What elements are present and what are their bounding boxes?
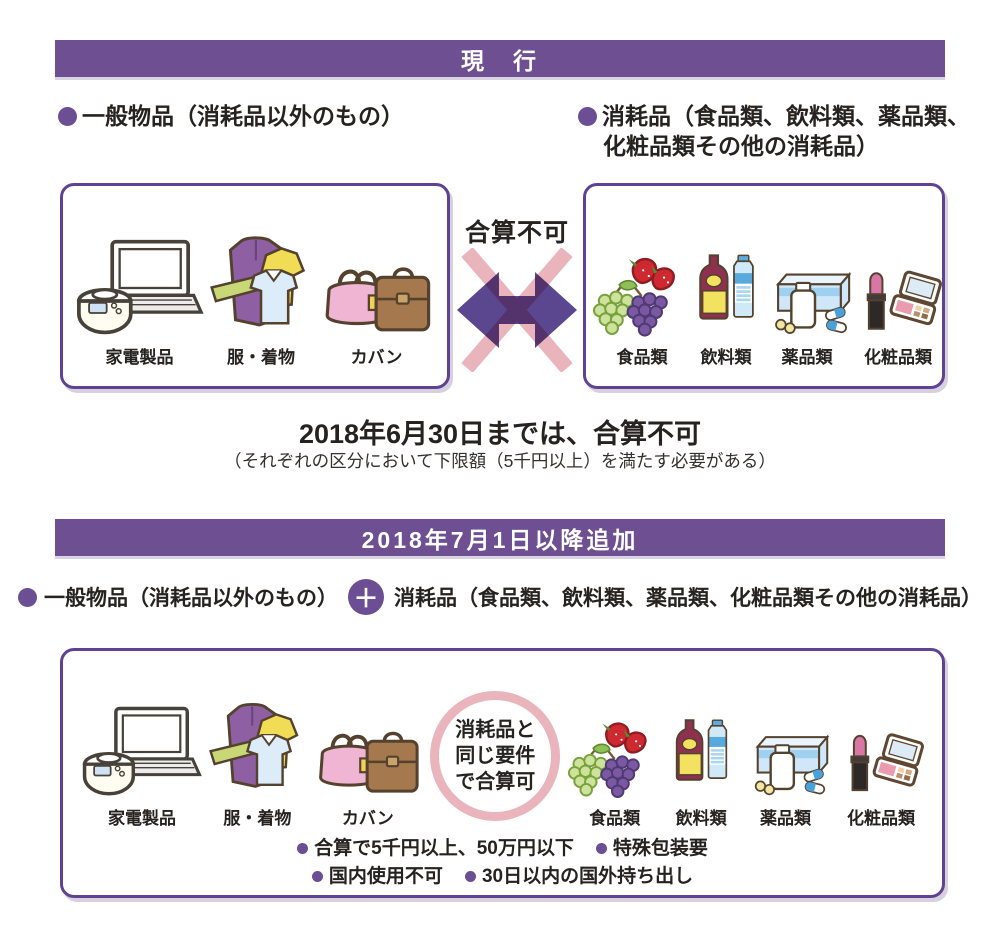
combine-line: 消耗品と xyxy=(455,719,536,741)
appliances-icon xyxy=(81,705,203,799)
item-label: カバン xyxy=(350,348,403,367)
banner-added-label: 2018年7月1日以降追加 xyxy=(361,526,639,553)
item-bag: カバン xyxy=(312,717,424,829)
item-label: 飲料類 xyxy=(700,348,752,367)
deadline-caption: 2018年6月30日までは、合算不可 xyxy=(298,419,702,449)
item-label: 食品類 xyxy=(589,809,641,828)
item-medicine: 薬品類 xyxy=(740,727,832,829)
item-cosmetics: 化粧品類 xyxy=(838,729,924,829)
general-goods-heading-text: 一般物品（消耗品以外のもの） xyxy=(82,103,404,129)
consumables-box: 食品類 飲料類 薬品類 化粧品類 xyxy=(583,183,945,389)
conditions-list: 合算で5千円以上、50万円以下 特殊包装要 国内使用不可 30日以内の国外持ち出… xyxy=(63,835,942,890)
item-label: 飲料類 xyxy=(675,809,727,828)
item-label: 薬品類 xyxy=(781,348,833,367)
item-label: 家電製品 xyxy=(108,809,176,828)
general-goods-heading: 一般物品（消耗品以外のもの） xyxy=(58,101,404,131)
condition-text: 特殊包装要 xyxy=(612,838,708,859)
cosmetics-icon xyxy=(838,729,924,799)
item-cosmetics: 化粧品類 xyxy=(854,266,942,368)
medicine-icon xyxy=(740,727,832,799)
condition-item: 合算で5千円以上、50万円以下 xyxy=(297,835,574,863)
plus-sign: ＋ xyxy=(353,585,379,613)
beverage-icon xyxy=(669,701,733,799)
bullet-icon xyxy=(578,106,597,126)
food-icon xyxy=(567,719,663,799)
item-appliances: 家電製品 xyxy=(75,238,205,368)
crossed-arrow-icon xyxy=(457,248,577,372)
no-combine-label: 合算不可 xyxy=(464,219,569,247)
conditions-line-1: 合算で5千円以上、50万円以下 特殊包装要 xyxy=(63,835,942,863)
banner-current-label: 現 行 xyxy=(461,47,539,74)
general-items-row: 家電製品 服・着物 カバン xyxy=(63,186,447,386)
combined-items-row: 家電製品 服・着物 カバン 消耗品と 同じ要件 で合算可 食品類 飲料類 xyxy=(63,651,942,829)
condition-text: 合算で5千円以上、50万円以下 xyxy=(314,838,574,859)
consumables-heading-line1: 消耗品（食品類、飲料類、薬品類、 xyxy=(602,103,970,129)
item-medicine: 薬品類 xyxy=(760,264,854,368)
bullet-icon xyxy=(464,870,476,882)
conditions-line-2: 国内使用不可 30日以内の国外持ち出し xyxy=(63,863,942,891)
banner-current: 現 行 xyxy=(55,40,945,77)
bag-icon xyxy=(318,252,436,338)
consumables-heading-line2: 化粧品類その他の消耗品） xyxy=(603,133,879,160)
item-beverage: 飲料類 xyxy=(669,701,733,829)
item-label: 服・着物 xyxy=(227,348,295,367)
combined-heading-general: 一般物品（消耗品以外のもの） xyxy=(44,587,338,610)
combined-heading-consumables: 消耗品（食品類、飲料類、薬品類、化粧品類その他の消耗品） xyxy=(394,587,982,610)
item-appliances: 家電製品 xyxy=(81,705,203,829)
item-clothing: 服・着物 xyxy=(210,226,312,368)
food-icon xyxy=(592,254,692,338)
item-food: 食品類 xyxy=(567,719,663,829)
item-clothing: 服・着物 xyxy=(209,693,305,829)
condition-item: 30日以内の国外持ち出し xyxy=(464,863,694,891)
bullet-icon xyxy=(311,870,323,882)
consumable-items-row: 食品類 飲料類 薬品類 化粧品類 xyxy=(586,186,942,386)
consumables-heading-line1-row: 消耗品（食品類、飲料類、薬品類、 xyxy=(578,101,970,131)
condition-text: 国内使用不可 xyxy=(328,865,443,887)
clothing-icon xyxy=(209,693,305,799)
item-label: 化粧品類 xyxy=(846,809,915,828)
item-label: カバン xyxy=(341,809,394,828)
item-label: 化粧品類 xyxy=(864,348,932,367)
combine-line: で合算可 xyxy=(455,771,536,793)
medicine-icon xyxy=(760,264,854,338)
deadline-subcaption: （それぞれの区分において下限額（5千円以上）を満たす必要がある） xyxy=(224,451,776,471)
bullet-icon xyxy=(18,587,37,607)
item-label: 家電製品 xyxy=(105,348,174,367)
bullet-icon xyxy=(58,106,77,126)
condition-item: 国内使用不可 xyxy=(311,863,443,891)
item-label: 食品類 xyxy=(616,348,668,367)
cosmetics-icon xyxy=(854,266,942,338)
condition-item: 特殊包装要 xyxy=(595,835,708,863)
bullet-icon xyxy=(297,843,309,855)
bag-icon xyxy=(312,717,424,799)
consumables-heading: 消耗品（食品類、飲料類、薬品類、 化粧品類その他の消耗品） xyxy=(578,101,970,162)
beverage-icon xyxy=(692,236,760,338)
item-label: 薬品類 xyxy=(760,809,812,828)
combined-heading: 一般物品（消耗品以外のもの） ＋ 消耗品（食品類、飲料類、薬品類、化粧品類その他… xyxy=(0,579,1000,615)
general-goods-box: 家電製品 服・着物 カバン xyxy=(60,183,450,389)
item-food: 食品類 xyxy=(592,254,692,368)
appliances-icon xyxy=(75,238,205,338)
item-beverage: 飲料類 xyxy=(692,236,760,368)
condition-text: 30日以内の国外持ち出し xyxy=(481,865,694,887)
clothing-icon xyxy=(210,226,312,338)
combined-box: 家電製品 服・着物 カバン 消耗品と 同じ要件 で合算可 食品類 飲料類 xyxy=(60,648,945,898)
combine-allowed-badge: 消耗品と 同じ要件 で合算可 xyxy=(430,691,561,821)
banner-added: 2018年7月1日以降追加 xyxy=(55,519,945,556)
plus-icon: ＋ xyxy=(348,579,384,615)
item-bag: カバン xyxy=(318,252,436,368)
bullet-icon xyxy=(595,843,607,855)
combine-line: 同じ要件 xyxy=(455,745,536,767)
item-label: 服・着物 xyxy=(223,809,292,828)
